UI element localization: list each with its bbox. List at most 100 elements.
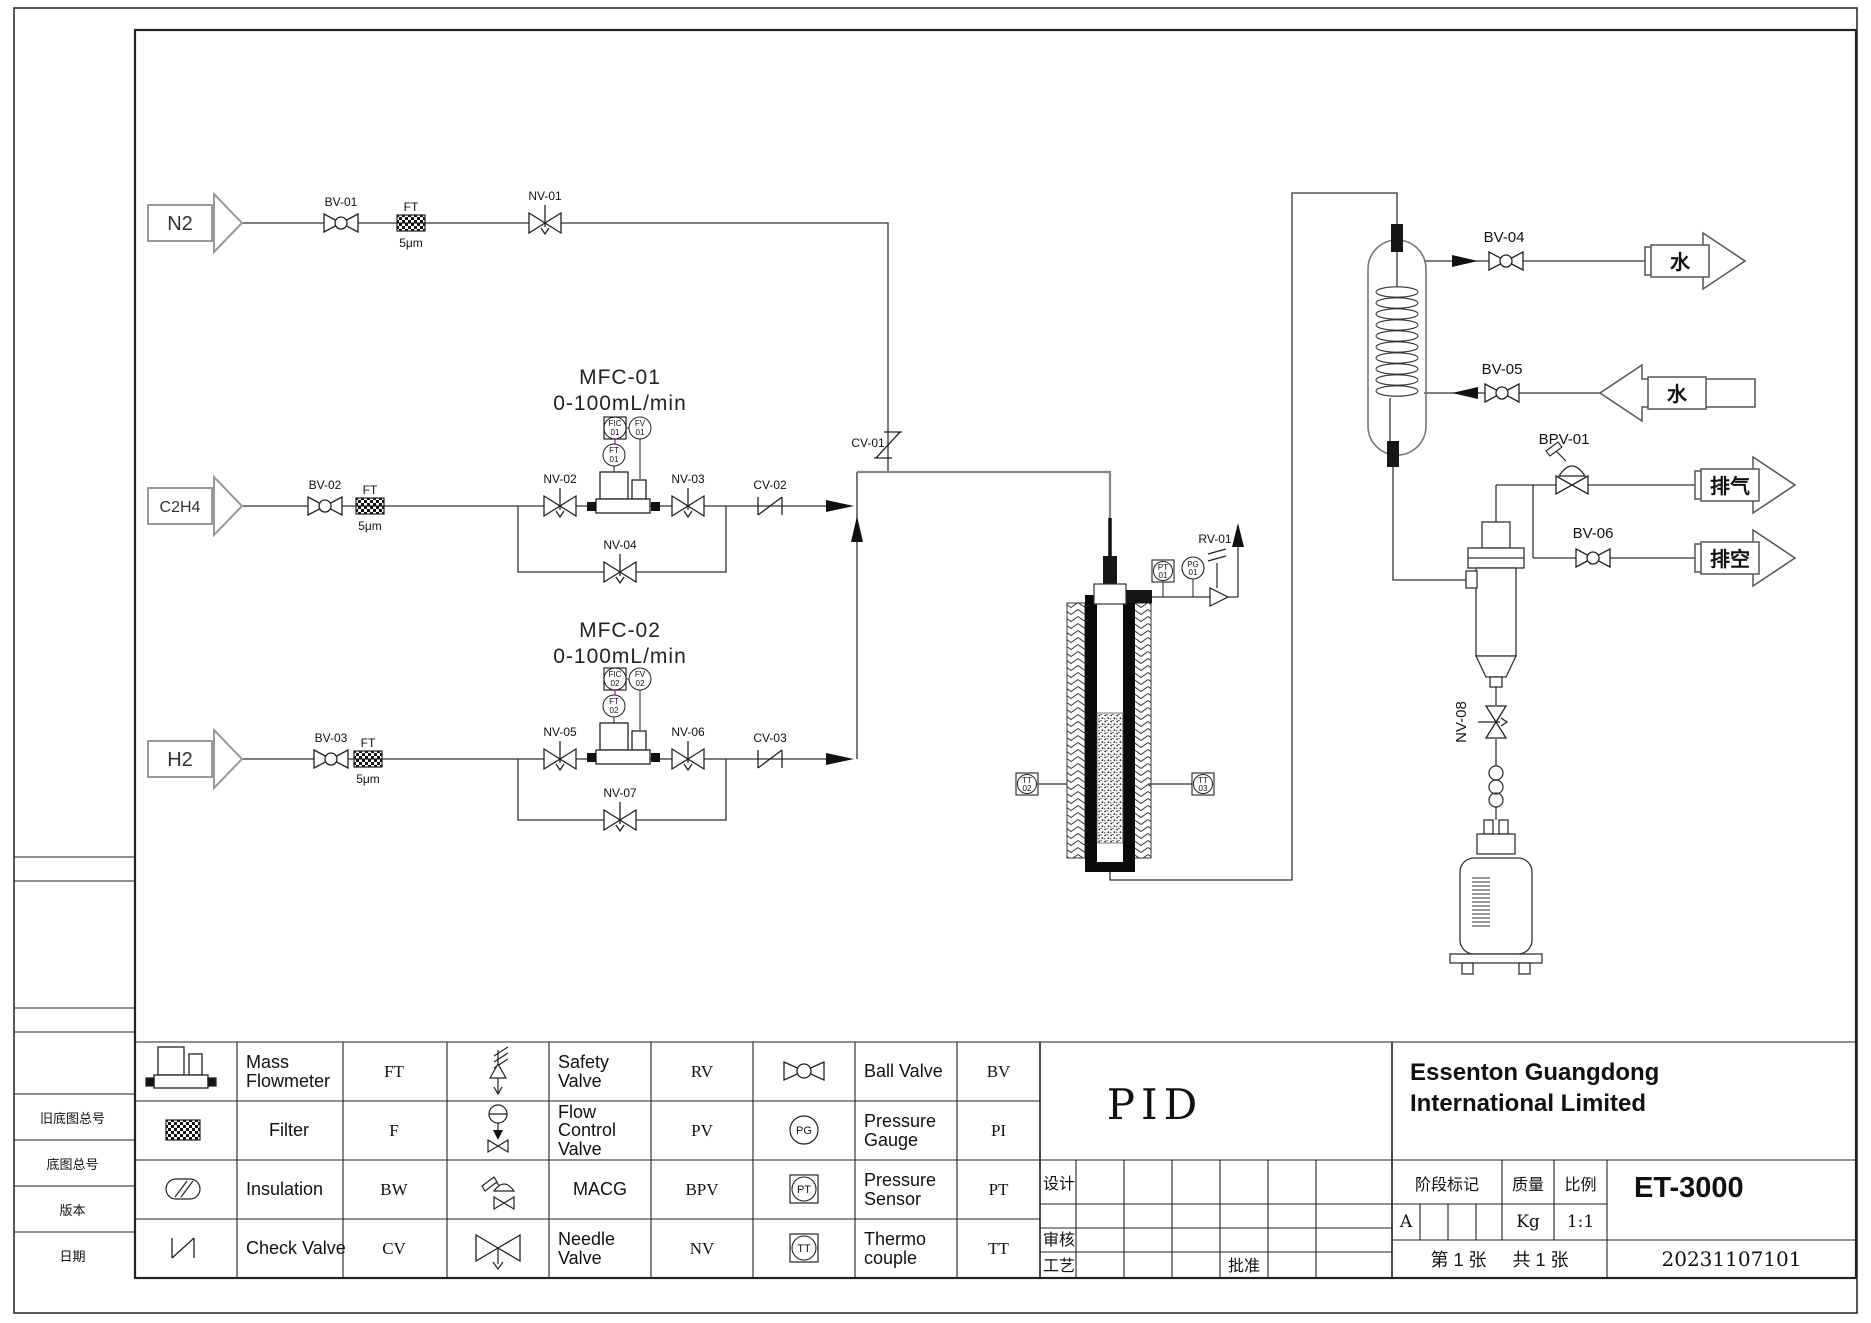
needle-valve-nv02 [543,487,577,518]
legend-name-check-valve: Check Valve [246,1238,346,1259]
svg-text:CV-02: CV-02 [753,478,787,492]
svg-text:BV-05: BV-05 [1482,361,1523,378]
insulation-symbol [165,1178,201,1200]
separator-side-port [1465,570,1478,589]
reactor-catalyst-bed [1096,712,1124,844]
scale-label: 比例 [1564,1177,1597,1194]
pg-legend-label: PG [796,1125,812,1137]
fic-02-tag: FIC [609,670,622,679]
needle-valve-symbol [475,1233,521,1271]
legend-code-pt: PT [988,1179,1009,1199]
tt-02-num: 02 [1023,784,1032,793]
check-valve-symbol [171,1237,195,1259]
condenser-top-gland [1391,224,1403,252]
separator-body [1475,567,1517,657]
legend-name-pressure-sensor: Pressure Sensor [864,1170,937,1209]
approve-label: 批准 [1227,1258,1260,1275]
condenser-to-separator-line [1392,467,1466,581]
vent-lines [1495,484,1695,559]
ball-valve-bv04 [1488,251,1524,271]
mfc-01-range: 0-100mL/min [553,392,687,415]
legend-code-bv: BV [986,1061,1011,1081]
bottle-port-2 [1498,819,1509,835]
mfc2-outlet-nub [651,753,660,762]
review-label: 审核 [1042,1232,1075,1249]
legend-name-ball-valve: Ball Valve [864,1061,943,1082]
reactor-head [1093,583,1127,605]
reactor-side-nipple [1126,590,1152,603]
stand-foot-left [1461,962,1474,975]
c2h4-flow-arrow [826,500,854,512]
filter-symbol [165,1119,201,1141]
legend-and-titleblock-grid [135,1041,1856,1278]
pt-legend-label: PT [797,1184,811,1196]
water-out-label: 水 [1670,251,1691,274]
revision-value: A [1399,1212,1413,1232]
check-valve-cv01 [874,431,902,459]
legend-name-insulation: Insulation [246,1179,324,1200]
legend-name-needle-valve: Needle Valve [558,1229,616,1268]
flow-arrows [826,255,1478,765]
gray-header-lines [857,470,1112,557]
legend-code-pi: PI [990,1120,1007,1140]
svg-text:NV-01: NV-01 [528,189,562,203]
fic-01-bubble [603,416,627,440]
exhaust-label: 排气 [1710,474,1750,498]
mfc-01-title: MFC-01 [579,366,661,389]
pressure-gauge-symbol [789,1115,819,1145]
condenser-bottom-gland [1387,441,1399,467]
doc-type-title: PID [1106,1079,1204,1129]
legend-symbols: PG PT TT [145,1046,825,1271]
tt-02-bubble [1017,774,1037,794]
vent-label: 排空 [1710,547,1750,571]
reactor-to-condenser-line [1109,192,1398,881]
n2-line [242,222,889,472]
svg-text:FT: FT [404,200,419,214]
pt-01-tag: PT [1158,563,1168,572]
separator-outlet [1489,676,1503,688]
exhaust-flag [1694,455,1797,515]
mfc1-inlet-nub [587,502,596,511]
pg-01-tag: PG [1187,560,1199,569]
pg-01-bubble [1181,556,1205,580]
svg-text:CV-01: CV-01 [851,436,885,450]
mfc-02: FIC 02 FV 02 FT 02 MFC-02 0-100mL/min [553,619,686,765]
model-number: ET-3000 [1634,1171,1744,1204]
legend-name-flow-control-valve: Flow Control Valve [558,1101,617,1159]
fic-01-num: 01 [611,428,620,437]
svg-text:BV-06: BV-06 [1573,525,1614,542]
filter-h2 [353,750,383,768]
reactor-instruments: PT 01 PG 01 TT 02 TT 03 [1015,523,1244,796]
reactor [1066,556,1152,872]
legend-name-macg: MACG [573,1179,627,1200]
separator-cone [1474,655,1518,678]
needle-valve-nv04 [603,553,637,584]
legend-code-bpv: BPV [685,1179,719,1199]
doc-number: 20231107101 [1661,1247,1802,1271]
h2-flow-arrow [826,753,854,765]
legend-code-bw: BW [380,1179,408,1199]
needle-valve-nv08 [1477,705,1508,739]
separator [1465,521,1525,688]
needle-valve-nv01 [528,204,562,235]
needle-valve-nv03 [671,487,705,518]
tt-03-num: 03 [1199,784,1208,793]
mass-unit-value: Kg [1516,1212,1540,1232]
back-pressure-valve-bpv01 [1545,441,1589,496]
legend-code-ft: FT [384,1061,404,1081]
nv08-rotated-label: NV-08 [1453,701,1470,743]
legend-code-f: F [389,1120,399,1140]
mfc-01-body [595,471,651,514]
scale-value: 1:1 [1566,1212,1595,1232]
ft-02-tag: FT [609,697,619,706]
mfc1-outlet-nub [651,502,660,511]
reactor-insulation-right [1132,602,1152,859]
svg-text:NV-05: NV-05 [543,725,577,739]
flow-control-valve-symbol [487,1104,509,1154]
legend-name-pressure-gauge: Pressure Gauge [864,1111,937,1150]
bottle-stand [1449,953,1543,964]
margin-date: 日期 [59,1248,86,1264]
ball-valve-symbol [783,1060,825,1082]
